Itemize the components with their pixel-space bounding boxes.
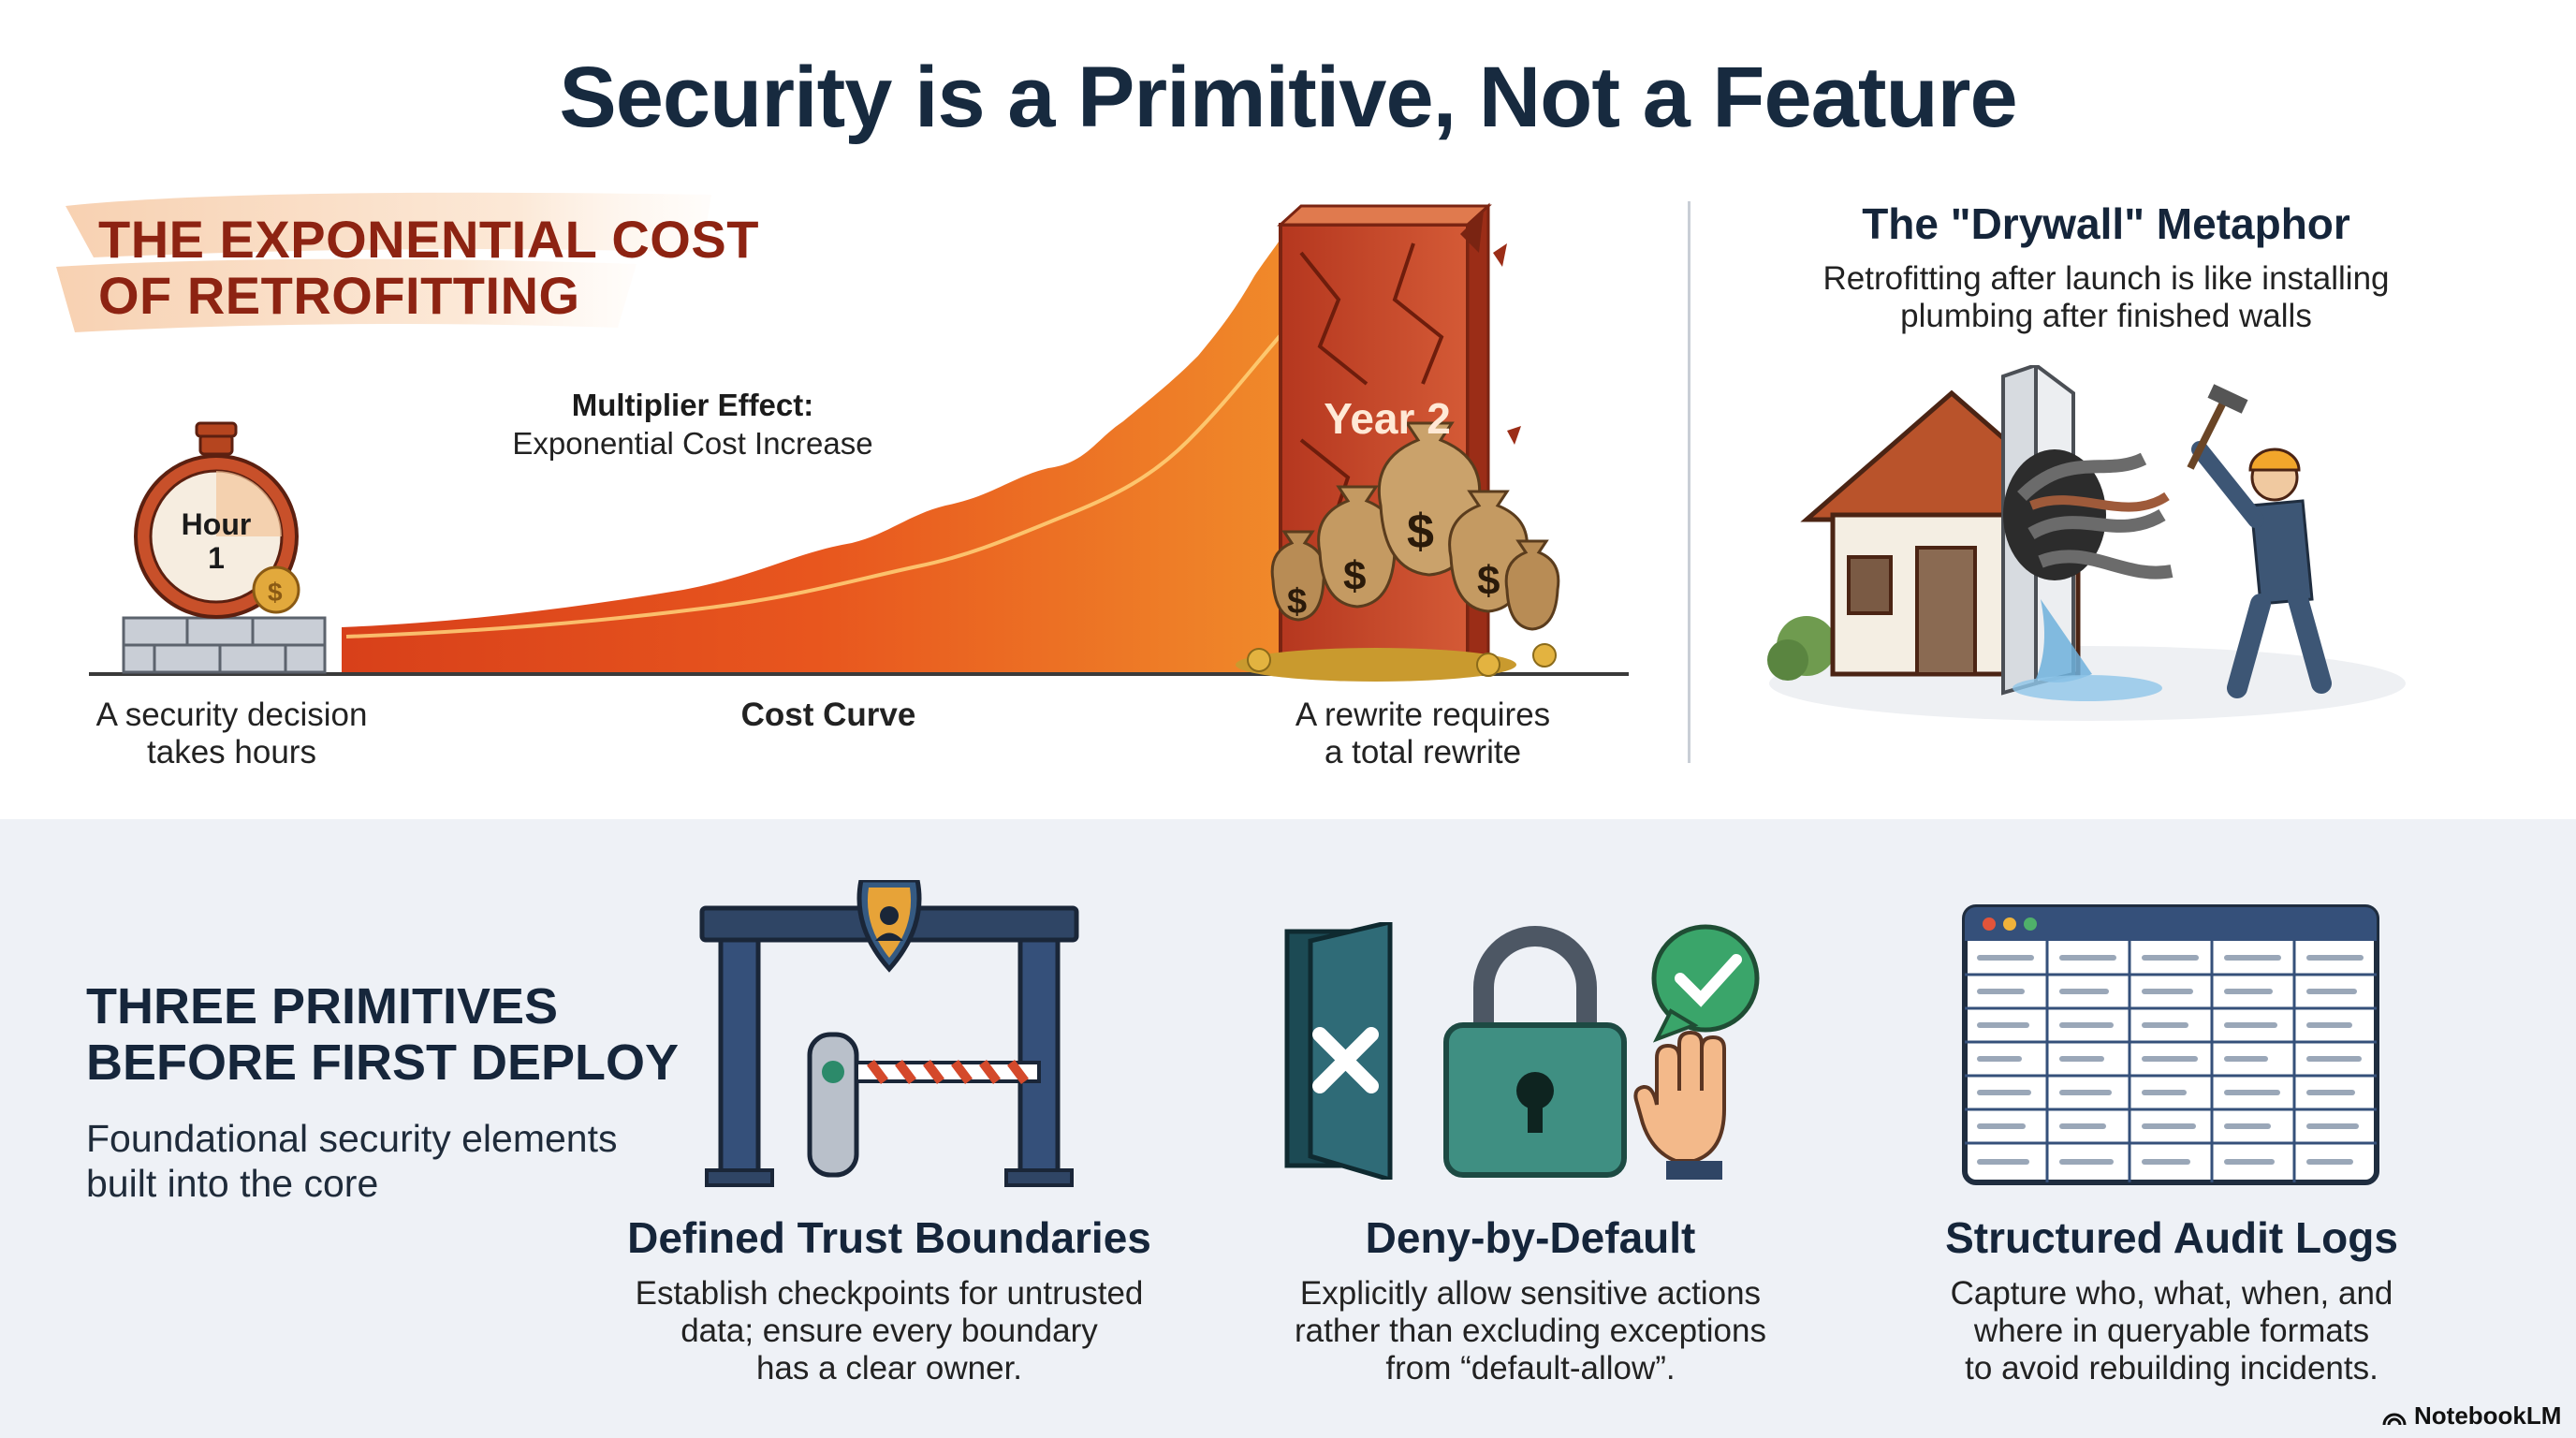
multiplier-title: Multiplier Effect: [571, 388, 814, 422]
primitive-3-title: Structured Audit Logs [1945, 1213, 2398, 1262]
drywall-subtitle-line2: plumbing after finished walls [1900, 298, 2312, 334]
primitive-1-title: Defined Trust Boundaries [627, 1213, 1151, 1262]
cost-heading-line1: THE EXPONENTIAL COST [98, 210, 759, 269]
brand-mark: NotebookLM [2382, 1401, 2561, 1431]
primitive-3-desc-line2: where in queryable formats [1973, 1313, 2370, 1349]
primitive-2-desc-line3: from “default-allow”. [1385, 1350, 1676, 1387]
clock-label-line2: 1 [208, 541, 225, 575]
right-caption-line2: a total rewrite [1324, 734, 1522, 770]
cost-heading-line2: OF RETROFITTING [98, 266, 580, 325]
cost-curve-highlight [345, 326, 1289, 638]
drywall-title: The "Drywall" Metaphor [1862, 199, 2350, 248]
multiplier-subtitle: Exponential Cost Increase [512, 426, 873, 461]
cost-curve-illustration: $ $ $ $ $ [89, 202, 1629, 682]
primitive-3-desc-line3: to avoid rebuilding incidents. [1965, 1350, 2378, 1387]
heading-brush-highlight [56, 192, 711, 332]
brick-platform [122, 616, 327, 674]
audit-log-table-icon [1962, 904, 2379, 1185]
right-caption-line1: A rewrite requires [1295, 697, 1551, 733]
primitives-heading-line1: THREE PRIMITIVES [86, 978, 559, 1034]
section-divider [1688, 201, 1690, 763]
trust-boundary-gate-icon [699, 880, 1079, 1187]
brand-name: NotebookLM [2414, 1401, 2562, 1430]
primitives-heading-line2: BEFORE FIRST DEPLOY [86, 1034, 680, 1091]
checkmark-bubble-icon [1651, 924, 1760, 1043]
wall-year-label: Year 2 [1324, 394, 1451, 443]
primitives-sub-line2: built into the core [86, 1162, 379, 1205]
stop-hand-icon [1633, 1030, 1726, 1180]
primitive-1-desc-line2: data; ensure every boundary [681, 1313, 1098, 1349]
svg-text:$: $ [1407, 505, 1434, 559]
broken-drywall [2001, 365, 2174, 701]
primitives-sub-line1: Foundational security elements [86, 1117, 618, 1160]
primitive-1-desc-line1: Establish checkpoints for untrusted [635, 1275, 1144, 1312]
deny-by-default-icon [1284, 922, 1760, 1180]
padlock-icon [1443, 926, 1627, 1178]
primitive-1-desc-line3: has a clear owner. [755, 1350, 1023, 1387]
left-caption-line2: takes hours [147, 734, 316, 770]
svg-text:$: $ [268, 578, 283, 607]
cost-curve-area [342, 215, 1292, 672]
cost-curve-caption: Cost Curve [740, 697, 916, 733]
notebooklm-logo-icon [2382, 1413, 2407, 1425]
page-title: Security is a Primitive, Not a Feature [559, 50, 2017, 145]
stopwatch-icon: $ [134, 421, 300, 619]
svg-text:$: $ [1343, 553, 1366, 599]
drywall-illustration [1767, 365, 2406, 721]
primitive-3-desc-line1: Capture who, what, when, and [1950, 1275, 2393, 1312]
drywall-subtitle-line1: Retrofitting after launch is like instal… [1822, 260, 2390, 297]
svg-text:$: $ [1477, 558, 1500, 604]
clock-label-line1: Hour [181, 507, 252, 541]
primitive-2-desc-line1: Explicitly allow sensitive actions [1299, 1275, 1762, 1312]
worker-icon [2187, 384, 2332, 698]
closed-door-icon [1284, 922, 1393, 1180]
money-bags: $ $ $ $ [1236, 421, 1560, 682]
primitive-2-desc-line2: rather than excluding exceptions [1295, 1313, 1766, 1349]
svg-text:$: $ [1287, 582, 1307, 622]
left-caption-line1: A security decision [95, 697, 368, 733]
primitive-2-title: Deny-by-Default [1365, 1213, 1696, 1262]
